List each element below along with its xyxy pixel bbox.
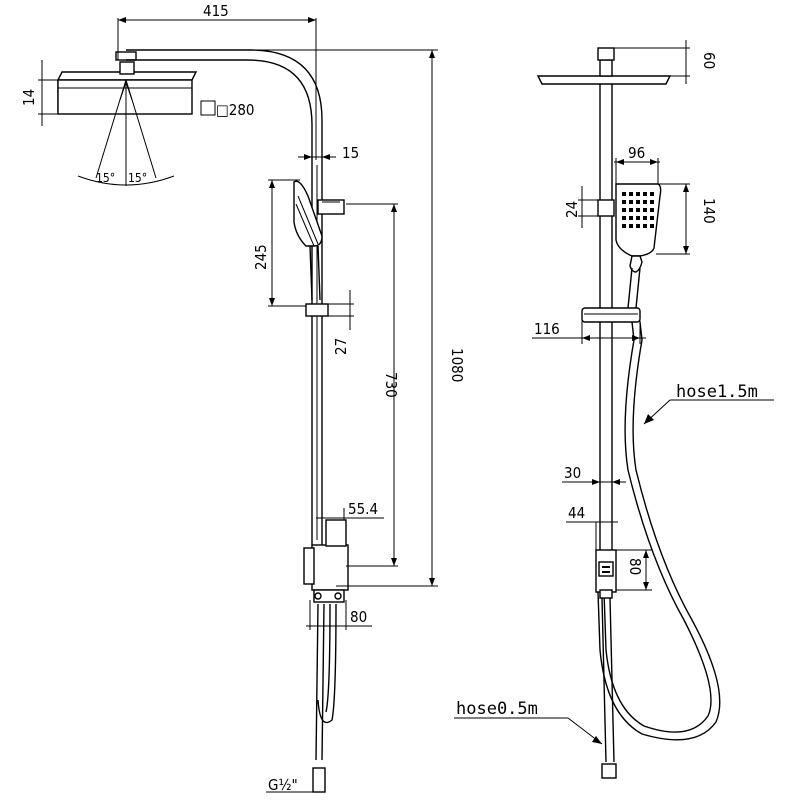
- inlet-depth-dimension: 80: [306, 600, 372, 630]
- overall-height-label: 1080: [448, 348, 466, 382]
- hose-long-callout: hose1.5m: [643, 382, 774, 425]
- spray-nozzle: [622, 208, 626, 212]
- slider-bracket: [305, 303, 329, 317]
- side-view: 15° 15° 14 □280: [20, 2, 466, 794]
- handset-head-height-dimension: 140: [656, 183, 718, 255]
- spray-nozzle-grid: [622, 192, 654, 228]
- spray-nozzle: [629, 200, 633, 204]
- head-size-label: □280: [216, 101, 255, 119]
- spray-angle-left-label: 15°: [96, 171, 115, 185]
- riser-diameter-label: 30: [564, 464, 581, 482]
- spray-nozzle: [629, 216, 633, 220]
- slider-width-label: 116: [534, 320, 560, 338]
- spray-nozzle: [643, 216, 647, 220]
- spray-nozzle: [636, 224, 640, 228]
- handset-head-height-label: 140: [700, 198, 718, 224]
- slider-height-label: 27: [332, 338, 350, 355]
- diverter-valve-front: [595, 549, 617, 599]
- arm-height-dimension: 60: [614, 40, 718, 84]
- diverter-valve: [303, 519, 349, 603]
- spray-nozzle: [643, 208, 647, 212]
- spray-nozzle: [643, 200, 647, 204]
- spray-angle-right-label: 15°: [128, 171, 147, 185]
- handset-width-dimension: 96: [614, 144, 660, 184]
- diverter-depth-dimension: 55.4: [316, 500, 384, 520]
- spray-nozzle: [650, 200, 654, 204]
- inlet-thread-label: G½": [268, 776, 298, 794]
- spray-nozzle: [650, 224, 654, 228]
- handset-width-label: 96: [628, 144, 645, 162]
- spray-nozzle: [636, 200, 640, 204]
- slider-height-dimension: 27: [328, 290, 354, 355]
- spray-nozzle: [629, 224, 633, 228]
- overhead-reach-label: 415: [203, 2, 229, 20]
- arm-height-label: 60: [700, 52, 718, 69]
- hose-short-callout: hose0.5m: [454, 699, 603, 745]
- rain-shower-head: [56, 51, 198, 115]
- hose-short-label: hose0.5m: [456, 699, 538, 719]
- spray-nozzle: [650, 192, 654, 196]
- spray-nozzle: [636, 192, 640, 196]
- valve-width-label: 44: [568, 504, 585, 522]
- spray-nozzle: [636, 216, 640, 220]
- inlet-thread-callout: G½": [266, 776, 318, 794]
- spray-nozzle: [650, 216, 654, 220]
- slide-travel-label: 730: [382, 372, 400, 398]
- head-thickness-label: 14: [20, 89, 38, 106]
- spray-nozzle: [650, 208, 654, 212]
- valve-height-label: 80: [626, 558, 644, 575]
- hose-short: [601, 597, 617, 779]
- spray-nozzle: [622, 192, 626, 196]
- lower-hose: [312, 603, 337, 793]
- valve-height-dimension: 80: [616, 549, 652, 591]
- spray-nozzle: [643, 192, 647, 196]
- spray-nozzle: [622, 216, 626, 220]
- spray-nozzle: [629, 208, 633, 212]
- overall-height-dimension: 1080: [136, 49, 466, 587]
- hose-long: [597, 321, 721, 741]
- hand-shower-side: [293, 180, 323, 301]
- spray-nozzle: [622, 224, 626, 228]
- handset-holder-front: [597, 199, 615, 217]
- head-size-dimension: □280: [200, 100, 255, 119]
- hand-shower-front: [615, 183, 662, 309]
- spray-angle-cone: 15° 15°: [77, 79, 175, 186]
- handset-length-label: 245: [252, 244, 270, 270]
- spray-nozzle: [622, 200, 626, 204]
- hose-long-label: hose1.5m: [676, 382, 758, 402]
- spray-nozzle: [643, 224, 647, 228]
- slide-travel-dimension: 730: [346, 203, 400, 567]
- arm-offset-dimension: 15: [298, 144, 359, 162]
- front-view: 60 96 24 140: [454, 40, 774, 779]
- slider-width-dimension: 116: [532, 310, 646, 344]
- valve-width-dimension: 44: [566, 504, 618, 550]
- riser-diameter-dimension: 30: [562, 464, 626, 485]
- holder-height-dimension: 24: [563, 186, 600, 228]
- diverter-depth-label: 55.4: [348, 500, 378, 518]
- handset-holder: [317, 199, 345, 215]
- rain-head-front: [536, 47, 672, 85]
- holder-height-label: 24: [563, 201, 581, 218]
- inlet-depth-label: 80: [350, 608, 367, 626]
- spray-nozzle: [636, 208, 640, 212]
- head-thickness-dimension: 14: [20, 60, 58, 126]
- handset-length-dimension: 245: [252, 179, 306, 307]
- slider-bracket-front: [581, 307, 641, 323]
- spray-nozzle: [629, 192, 633, 196]
- arm-offset-label: 15: [342, 144, 359, 162]
- overhead-reach-dimension: 415: [117, 2, 317, 160]
